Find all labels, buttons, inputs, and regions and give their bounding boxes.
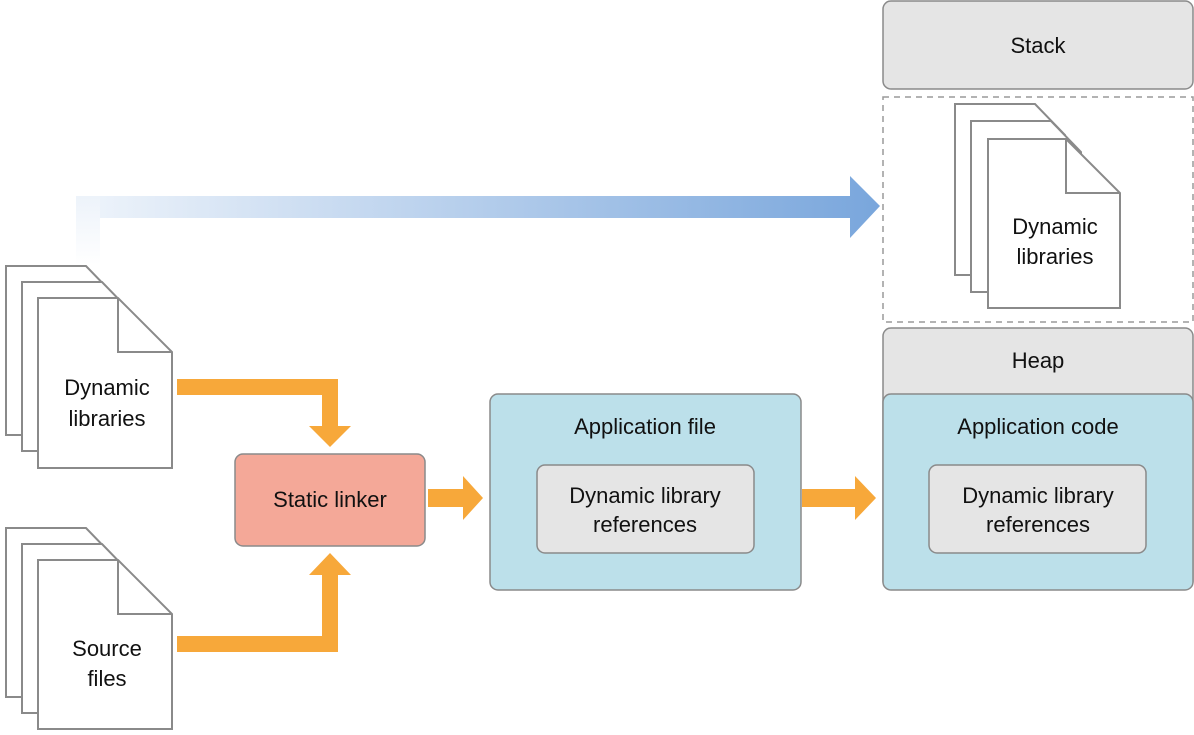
- app-code-library-references: Dynamic library references: [928, 464, 1147, 554]
- input-source-files: Source files: [5, 527, 173, 730]
- document-icon: [954, 103, 1121, 309]
- input-dynamic-libraries-label-line1: Dynamic: [64, 375, 150, 400]
- app-code-references-line2: references: [986, 512, 1090, 537]
- application-code-region: Application code Dynamic library referen…: [882, 393, 1194, 591]
- static-linker-box: Static linker: [234, 453, 426, 547]
- libraries-to-linker-arrow: [177, 379, 351, 447]
- application-code-title: Application code: [957, 414, 1118, 439]
- loaded-libraries-label-line1: Dynamic: [1012, 214, 1098, 239]
- linker-to-app-file-arrow: [428, 476, 483, 520]
- input-dynamic-libraries: Dynamic libraries: [5, 265, 173, 469]
- app-file-to-memory-arrow: [802, 476, 876, 520]
- stack-label: Stack: [1010, 33, 1066, 58]
- source-files-label-line1: Source: [72, 636, 142, 661]
- app-file-references-line1: Dynamic library: [569, 483, 721, 508]
- document-icon: [5, 527, 173, 730]
- source-files-label-line2: files: [87, 666, 126, 691]
- application-file-title: Application file: [574, 414, 716, 439]
- application-file-box: Application file Dynamic library referen…: [489, 393, 802, 591]
- app-file-references-line2: references: [593, 512, 697, 537]
- load-at-launch-arrow: [76, 176, 880, 266]
- loaded-libraries-region: Dynamic libraries: [882, 96, 1194, 323]
- document-icon: [5, 265, 173, 469]
- loaded-libraries-label-line2: libraries: [1016, 244, 1093, 269]
- app-code-references-line1: Dynamic library: [962, 483, 1114, 508]
- sources-to-linker-arrow: [177, 553, 351, 652]
- static-linker-label: Static linker: [273, 487, 387, 512]
- stack-region: Stack: [882, 0, 1194, 90]
- process-memory: Stack Dynamic libraries Heap Application…: [882, 0, 1194, 591]
- app-file-library-references: Dynamic library references: [536, 464, 755, 554]
- input-dynamic-libraries-label-line2: libraries: [68, 406, 145, 431]
- heap-label: Heap: [1012, 348, 1065, 373]
